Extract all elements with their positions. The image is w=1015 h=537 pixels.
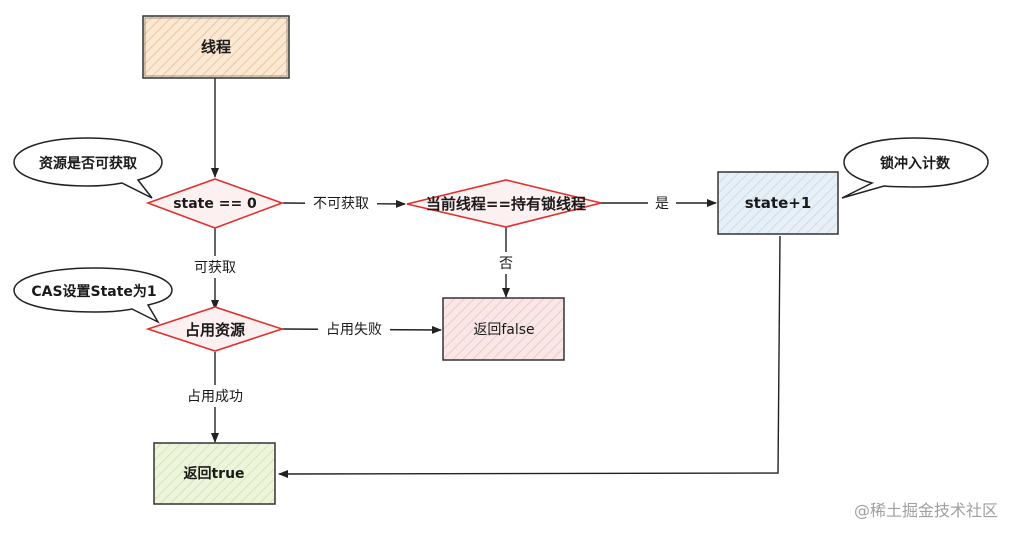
node-return-false-label: 返回false [473,322,534,338]
node-return-true-label: 返回true [183,465,244,482]
decision-state-check-label: state == 0 [173,196,257,212]
edge-label-occupy-success: 占用成功 [187,389,243,405]
bubble-resource-available-label: 资源是否可获取 [39,155,138,172]
edge-label-acquirable: 可获取 [194,260,236,276]
node-return-true: 返回true [153,442,276,505]
edge-label-not-acquirable: 不可获取 [313,196,369,212]
bubble-cas-set-label: CAS设置State为1 [31,283,156,300]
decision-occupy: 占用资源 [145,306,285,352]
bubble-resource-available: 资源是否可获取 [13,137,163,199]
bubble-reentrant-count-label: 锁冲入计数 [880,155,951,172]
edge-label-yes: 是 [655,196,669,212]
edge-label-occupy-fail: 占用失败 [326,322,382,338]
decision-state-check: state == 0 [145,178,285,229]
edge-state-inc-to-return-true [278,235,781,478]
edge-label-no: 否 [499,256,513,272]
bubble-cas-set: CAS设置State为1 [13,267,173,324]
node-state-inc: state+1 [717,171,839,235]
node-state-inc-label: state+1 [745,194,812,212]
decision-owner-check: 当前线程==持有锁线程 [406,179,602,228]
node-thread: 线程 [142,15,290,79]
bubble-reentrant-count: 锁冲入计数 [841,137,989,199]
decision-occupy-label: 占用资源 [185,321,245,339]
node-thread-label: 线程 [201,38,231,56]
watermark: @稀土掘金技术社区 [854,501,998,520]
decision-owner-check-label: 当前线程==持有锁线程 [426,195,586,213]
node-return-false: 返回false [442,297,565,361]
